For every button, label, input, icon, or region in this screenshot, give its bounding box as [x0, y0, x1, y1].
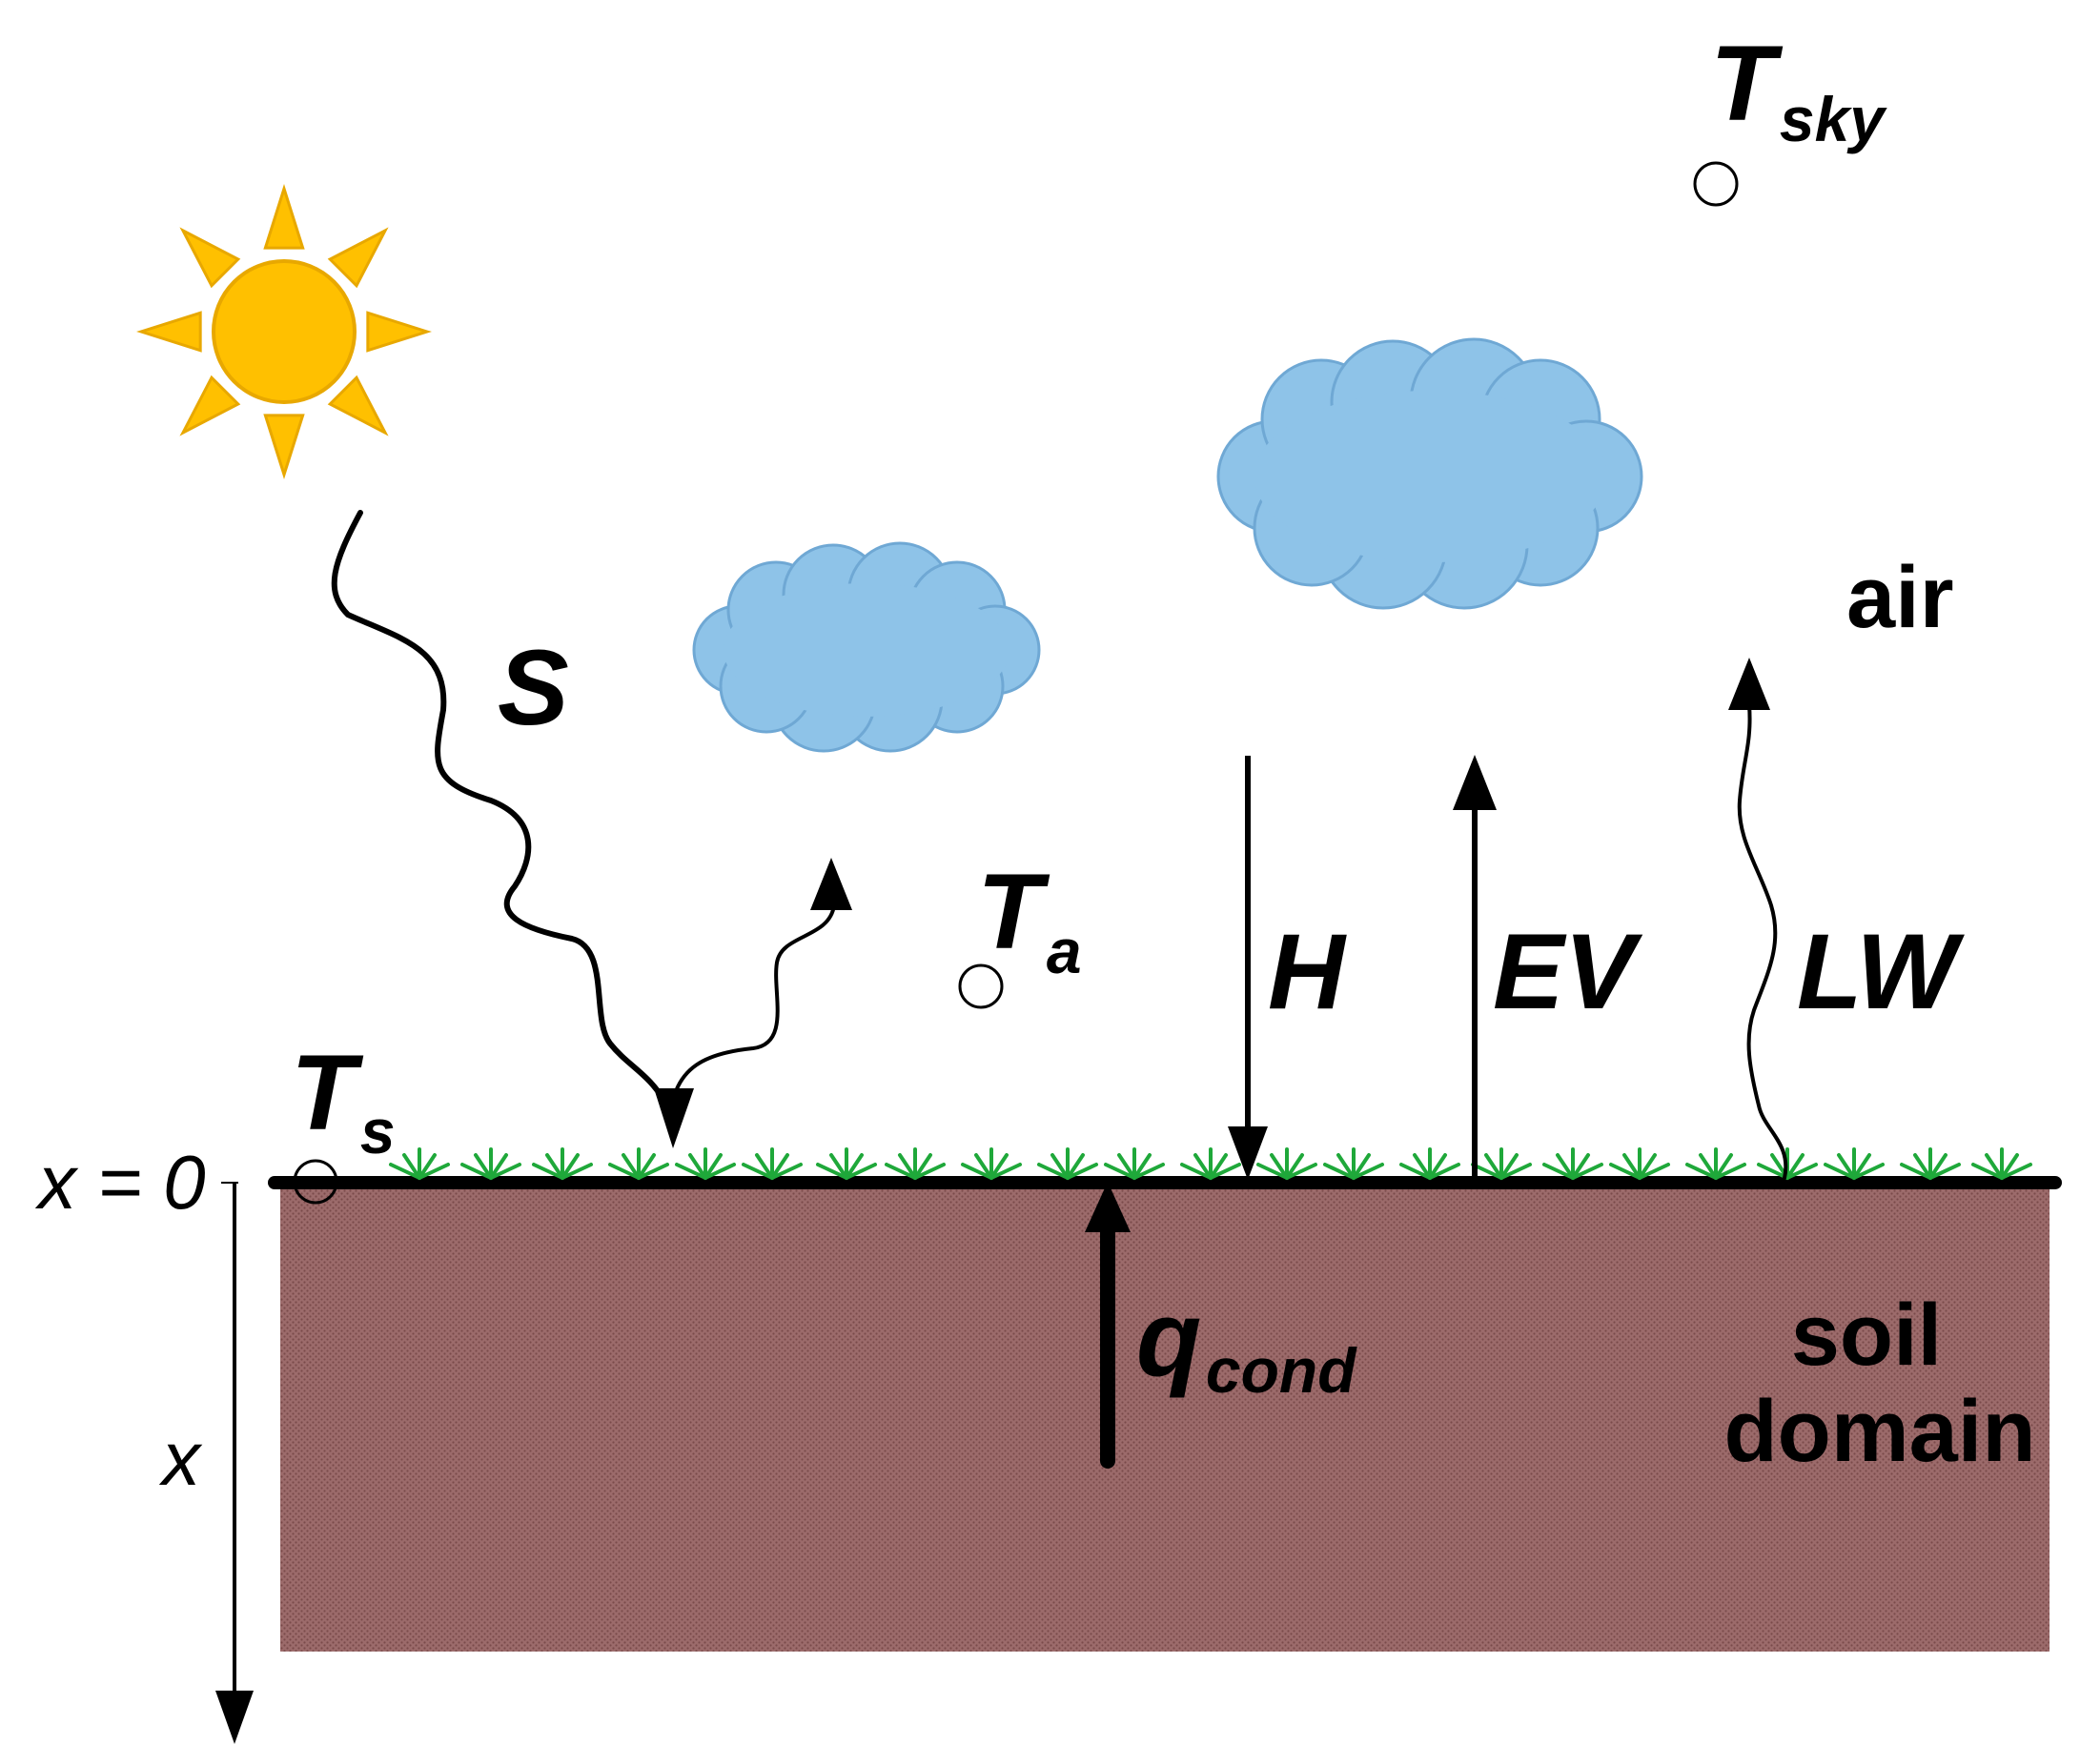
sun-ray	[136, 311, 202, 353]
grass-tuft-icon	[1971, 1147, 2032, 1180]
grass-tuft-icon	[1104, 1147, 1165, 1180]
soil-label-line1: soil	[1791, 1287, 1942, 1384]
grass-tuft-icon	[816, 1147, 877, 1180]
surface-temp-label: T s	[291, 1033, 396, 1166]
sun-ray	[366, 311, 432, 353]
grass-tuft-icon	[1609, 1147, 1670, 1180]
evaporation-label: EV	[1493, 912, 1643, 1031]
depth-axis-arrowhead	[215, 1691, 254, 1744]
grass-tuft-icon	[961, 1147, 1022, 1180]
evaporation-arrowhead	[1453, 755, 1497, 810]
sensible-heat-arrowhead	[1228, 1126, 1268, 1180]
reflected-radiation-arrow	[669, 903, 836, 1112]
cloud-icon	[1216, 337, 1643, 610]
shortwave-label: S	[498, 628, 569, 747]
conduction-arrowhead	[1085, 1182, 1131, 1232]
shortwave-radiation-arrow	[331, 510, 670, 1108]
grass-tuft-icon	[1399, 1147, 1460, 1180]
cloud-icon	[692, 541, 1041, 753]
grass-tuft-icon	[1542, 1147, 1603, 1180]
longwave-arrowhead	[1728, 658, 1770, 710]
grass-tuft-icon	[675, 1147, 736, 1180]
longwave-label: LW	[1797, 912, 1965, 1031]
grass-tuft-icon	[1685, 1147, 1746, 1180]
depth-origin-label: x = 0	[34, 1140, 206, 1225]
shortwave-arrowhead	[654, 1088, 694, 1148]
grass-tuft-icon	[532, 1147, 593, 1180]
grass-tuft-icon	[885, 1147, 946, 1180]
sun-ray	[179, 227, 241, 289]
grass-tuft-icon	[1180, 1147, 1241, 1180]
sun-ray	[327, 375, 389, 436]
sun-icon	[136, 184, 432, 479]
air-temp-probe	[958, 963, 1004, 1009]
grass-tuft-icon	[1256, 1147, 1317, 1180]
conduction-label: q cond	[1136, 1279, 1357, 1406]
grass-tuft-icon	[1471, 1147, 1532, 1180]
sun-ray	[327, 227, 389, 289]
sun-ray	[263, 184, 305, 250]
soil-label-line2: domain	[1723, 1383, 2035, 1480]
grass-tuft-icon	[460, 1147, 521, 1180]
air-label: air	[1846, 549, 1954, 646]
grass-tuft-icon	[742, 1147, 803, 1180]
grass-tuft-icon	[608, 1147, 669, 1180]
grass-tuft-icon	[389, 1147, 450, 1180]
sensible-heat-label: H	[1268, 912, 1347, 1031]
depth-axis-label: x	[158, 1416, 203, 1501]
sun-ray	[179, 375, 241, 436]
grass-tuft-icon	[1037, 1147, 1098, 1180]
longwave-radiation-arrow	[1737, 703, 1788, 1180]
sky-temp-label: T sky	[1710, 24, 1887, 154]
air-temp-label: T a	[977, 852, 1082, 986]
grass-tuft-icon	[1824, 1147, 1885, 1180]
sky-temp-probe	[1693, 161, 1739, 207]
soil-domain-block	[280, 1185, 2049, 1652]
grass-tuft-icon	[1900, 1147, 1961, 1180]
surface-temp-probe	[293, 1159, 338, 1205]
reflected-arrowhead	[810, 858, 852, 910]
grass-tufts	[389, 1147, 2032, 1180]
grass-tuft-icon	[1323, 1147, 1384, 1180]
sun-ray	[263, 414, 305, 479]
